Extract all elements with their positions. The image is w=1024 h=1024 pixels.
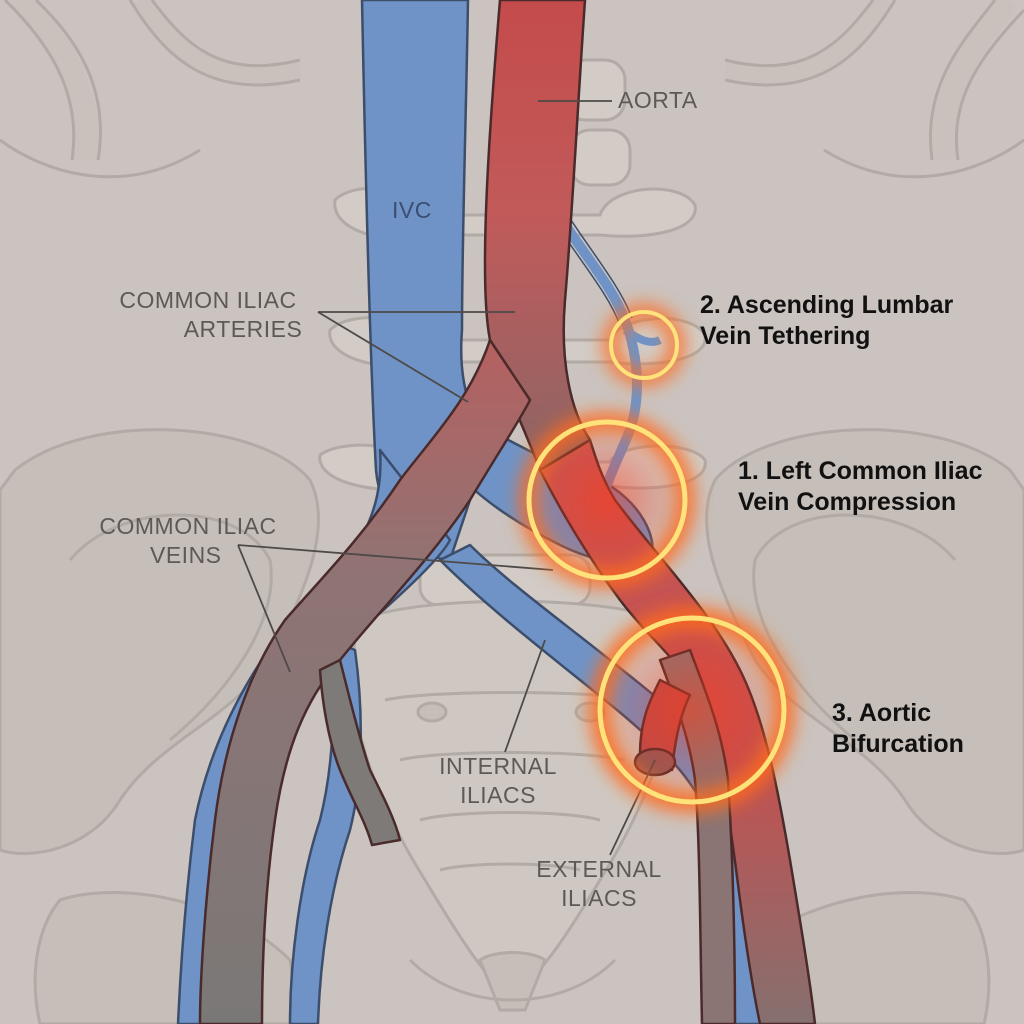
sacrum-ridges [384, 691, 641, 872]
callout-line: Vein Compression [738, 488, 957, 516]
right-internal-iliac-artery [318, 658, 402, 847]
common-iliac-arteries-leader [317, 311, 515, 403]
rib-right-2-outline [724, 0, 897, 87]
rib-left-2 [131, 0, 303, 86]
label-line: ILIACS [561, 885, 637, 911]
label-line: COMMON ILIAC [99, 513, 277, 539]
label-common-iliac-arteries: COMMON ILIAC ARTERIES [98, 286, 318, 344]
callout-line: Vein Tethering [700, 322, 871, 350]
label-aorta: AORTA [618, 86, 698, 115]
ring [609, 310, 679, 380]
ring [526, 419, 688, 581]
label-external-iliacs: EXTERNAL ILIACS [524, 855, 674, 913]
rib-left-3 [0, 138, 201, 179]
pubic-center [408, 958, 617, 1002]
rib-right-3 [823, 138, 1024, 179]
rib-right-1-outline [929, 0, 1024, 161]
callout-line: 3. Aortic [832, 699, 932, 727]
sacral-foramen [416, 701, 448, 723]
ring-hotspot [527, 420, 687, 580]
rib-left-1 [12, 0, 98, 162]
label-internal-iliacs: INTERNAL ILIACS [428, 752, 568, 810]
ilium-left-inner [68, 513, 273, 742]
callout-line: 1. Left Common Iliac [738, 457, 983, 485]
coccyx [478, 951, 547, 1012]
callout-line: 2. Ascending Lumbar [700, 291, 954, 319]
ilium-right-inner [752, 513, 957, 742]
label-line: ILIACS [460, 782, 536, 808]
label-aorta-text: AORTA [618, 87, 698, 113]
common-iliac-veins-leader [237, 544, 554, 673]
leader-lines [237, 100, 656, 856]
callout-ascending-lumbar-vein-tethering: 2. Ascending Lumbar Vein Tethering [700, 290, 953, 352]
callout-left-common-iliac-vein-compression: 1. Left Common Iliac Vein Compression [738, 456, 982, 518]
callout-aortic-bifurcation: 3. Aortic Bifurcation [832, 698, 964, 760]
label-line: COMMON ILIAC [119, 287, 297, 313]
label-line: ARTERIES [183, 316, 303, 342]
highlights [520, 305, 794, 812]
internal-iliacs-leader [504, 639, 546, 753]
label-line: INTERNAL [439, 753, 557, 779]
highlight-ring-left-common-iliac-vein [520, 413, 694, 587]
highlight-ring-aortic-bifurcation [590, 608, 794, 812]
highlight-ring-ascending-lumbar [604, 305, 684, 385]
vertebra [568, 128, 632, 187]
rib-right-1 [932, 0, 1019, 162]
rib-left-2-outline [128, 0, 301, 87]
rib-right-2 [722, 0, 894, 86]
label-ivc: IVC [392, 196, 432, 225]
ring-hotspot [598, 616, 786, 804]
ascending-lumbar-branch [622, 326, 662, 346]
label-line: EXTERNAL [536, 856, 662, 882]
label-ivc-text: IVC [392, 197, 432, 223]
label-common-iliac-veins: COMMON ILIAC VEINS [78, 512, 298, 570]
ring [597, 615, 787, 805]
rib-left-1-outline [3, 0, 102, 161]
label-line: VEINS [150, 542, 222, 568]
callout-line: Bifurcation [832, 730, 964, 758]
